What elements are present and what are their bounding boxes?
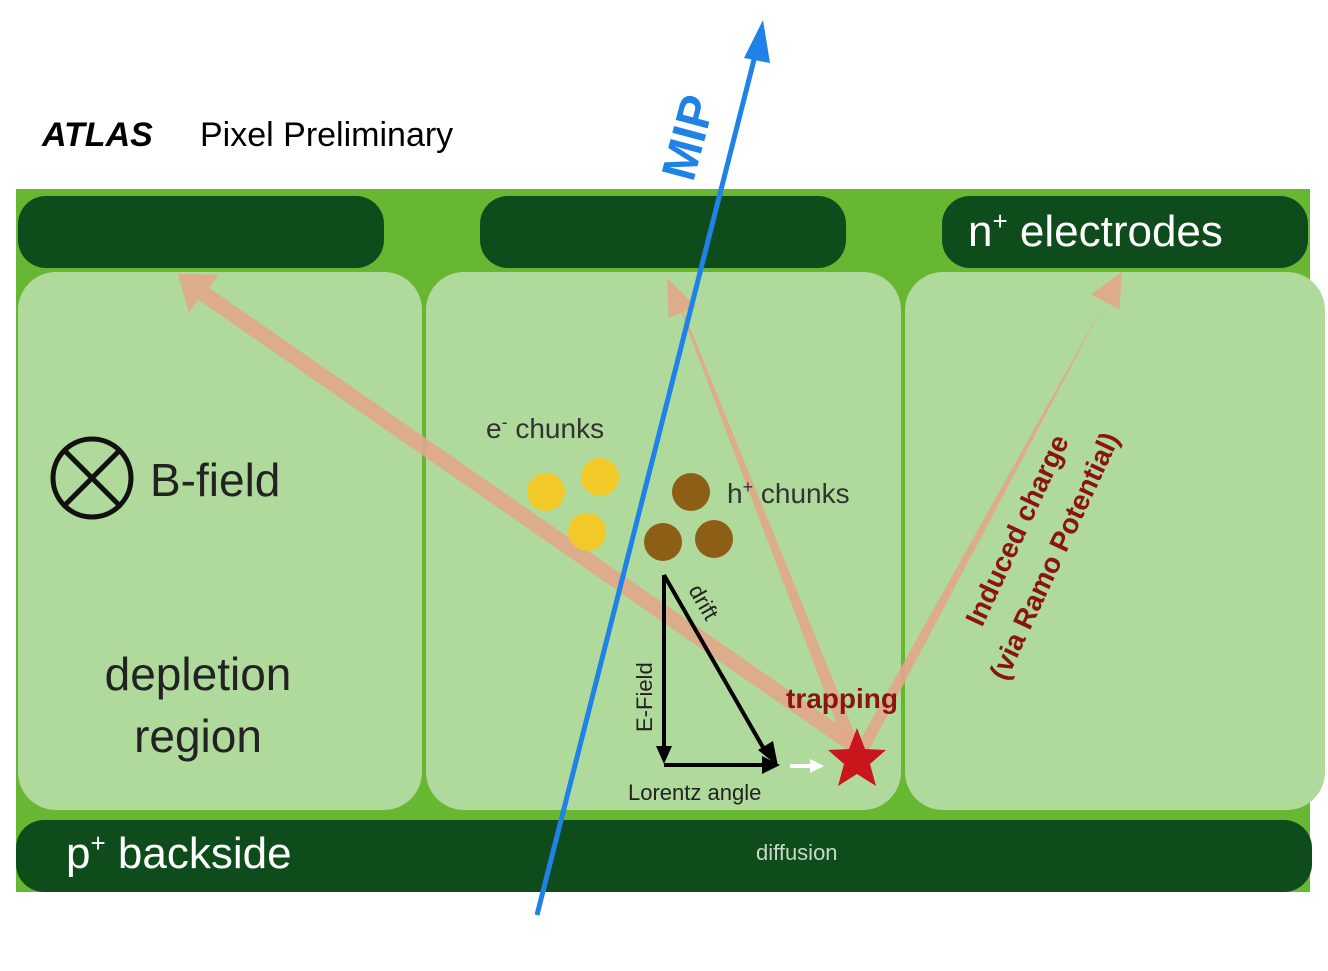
- diffusion-arrowhead: [810, 759, 824, 773]
- pixel-preliminary-label: Pixel Preliminary: [200, 116, 453, 154]
- hole-chunk: [644, 523, 682, 561]
- electron-chunk: [527, 473, 565, 511]
- trapping-star-shape: [828, 728, 886, 786]
- lorentz-arrowhead: [762, 756, 780, 774]
- induced-arrow-left: [178, 274, 864, 762]
- b-field-icon: [50, 436, 134, 520]
- electrode-left: [18, 196, 384, 268]
- lorentz-triangle: [662, 574, 770, 767]
- induced-arrow-middle: [667, 278, 863, 758]
- induced-arrow-right: [854, 272, 1122, 758]
- h-chunks-label: h+ chunks: [727, 477, 850, 509]
- induced-charge-arrows: [178, 272, 1122, 762]
- mip-track: [534, 35, 763, 916]
- pixel-cell-left: [18, 272, 422, 810]
- depletion-region-line2: region: [134, 710, 262, 762]
- electrode-middle: [480, 196, 846, 268]
- atlas-label: ATLAS: [41, 116, 153, 154]
- mip-arrowhead: [744, 20, 770, 63]
- pixel-cell-right: [905, 272, 1325, 810]
- mip-label: MIP: [652, 90, 725, 186]
- hole-chunk: [695, 520, 733, 558]
- electrode-right: [942, 196, 1308, 268]
- electron-chunk: [581, 458, 619, 496]
- depletion-region-line1: depletion: [105, 648, 292, 700]
- lorentz-angle-label: Lorentz angle: [628, 780, 761, 805]
- n-electrodes-label: n+ electrodes: [968, 206, 1223, 256]
- b-field-label: B-field: [150, 454, 280, 506]
- e-field-arrowhead: [656, 746, 672, 764]
- p-backside-label: p+ backside: [66, 828, 292, 878]
- diffusion-label: diffusion: [756, 840, 838, 865]
- trapping-label: trapping: [786, 683, 898, 714]
- e-chunks-label: e- chunks: [486, 412, 604, 444]
- hole-chunk: [672, 473, 710, 511]
- drift-arrowhead: [758, 741, 778, 766]
- p-backside: [16, 820, 1312, 892]
- electron-chunk: [568, 513, 606, 551]
- e-field-label: E-Field: [632, 662, 657, 732]
